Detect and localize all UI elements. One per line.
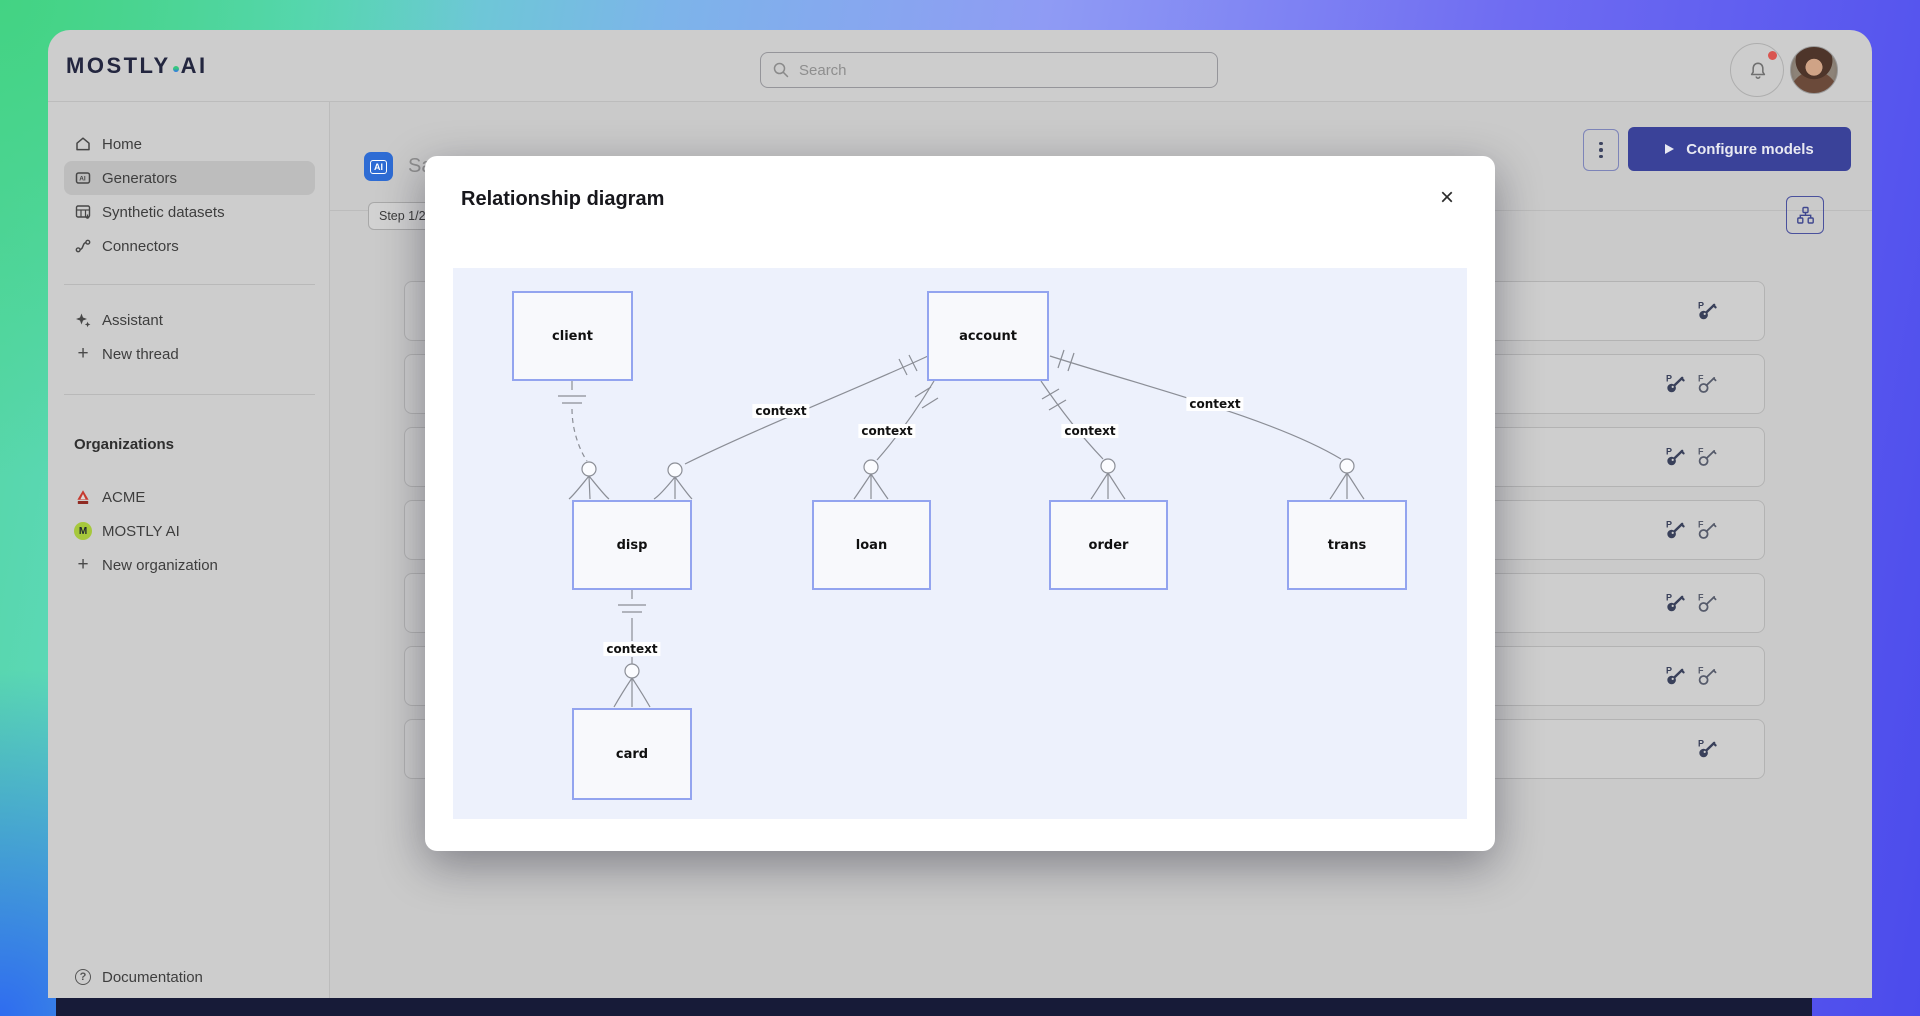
sidebar-item-label: Generators <box>102 169 178 187</box>
primary-key-icon: P <box>1666 593 1685 612</box>
connectors-icon <box>74 237 92 255</box>
key-letter: F <box>1698 447 1704 457</box>
sidebar-item-connectors[interactable]: Connectors <box>64 229 315 263</box>
relationship-diagram-modal: Relationship diagram × <box>425 156 1495 851</box>
key-letter: F <box>1698 374 1704 384</box>
sidebar-item-new-organization[interactable]: + New organization <box>64 548 315 582</box>
modal-title: Relationship diagram <box>461 188 665 210</box>
sidebar-item-label: New thread <box>102 345 179 363</box>
sidebar-item-org-mostly-ai[interactable]: M MOSTLY AI <box>64 514 315 548</box>
configure-models-button[interactable]: Configure models <box>1628 127 1851 171</box>
entity-order[interactable]: order <box>1049 500 1168 590</box>
key-letter: F <box>1698 520 1704 530</box>
key-letter: P <box>1666 447 1672 457</box>
logo-dot-icon <box>172 66 179 72</box>
search-icon <box>773 62 789 78</box>
primary-key-icon: P <box>1666 374 1685 393</box>
foreign-key-icon: F <box>1698 447 1717 466</box>
sidebar-item-org-acme[interactable]: ACME <box>64 480 315 514</box>
foreign-key-icon: F <box>1698 593 1717 612</box>
notification-badge <box>1768 51 1777 60</box>
sidebar-item-synthetic-datasets[interactable]: Synthetic datasets <box>64 195 315 229</box>
edge-label-account-order: context <box>1061 424 1119 438</box>
sidebar-item-label: Home <box>102 135 143 153</box>
sidebar-item-label: Connectors <box>102 237 179 255</box>
sparkles-icon <box>74 311 92 329</box>
logo-text-2: AI <box>180 53 208 78</box>
sidebar-item-new-thread[interactable]: + New thread <box>64 337 315 371</box>
sidebar-item-assistant[interactable]: Assistant <box>64 303 315 337</box>
sidebar-item-label: New organization <box>102 556 218 574</box>
play-icon <box>1665 144 1675 154</box>
sidebar-item-label: Assistant <box>102 311 163 329</box>
foreign-key-icon: F <box>1698 520 1717 539</box>
sidebar-item-label: ACME <box>102 488 146 506</box>
key-letter: F <box>1698 593 1704 603</box>
diagram-canvas[interactable]: client account disp loan order trans car… <box>453 268 1467 819</box>
edge-label-account-loan: context <box>858 424 916 438</box>
sidebar: Home AI Generators Synthetic datasets Co… <box>48 102 330 998</box>
logo-text-1: MOSTLY <box>66 53 171 78</box>
window-bottom-bar <box>56 997 1812 1016</box>
sidebar-item-label: Documentation <box>102 968 203 986</box>
bell-icon <box>1750 62 1766 80</box>
sidebar-item-label: Synthetic datasets <box>102 203 225 221</box>
search-input[interactable] <box>760 52 1218 88</box>
key-letter: F <box>1698 666 1704 676</box>
plus-icon: + <box>77 554 89 575</box>
sidebar-divider <box>64 394 315 395</box>
key-letter: P <box>1666 593 1672 603</box>
acme-logo <box>74 488 92 506</box>
svg-text:AI: AI <box>79 176 86 183</box>
edge-label-disp-card: context <box>603 642 661 656</box>
primary-key-icon: P <box>1698 739 1717 758</box>
sidebar-item-label: MOSTLY AI <box>102 522 180 540</box>
entity-disp[interactable]: disp <box>572 500 692 590</box>
mostly-ai-org-logo: M <box>74 522 92 540</box>
entity-card[interactable]: card <box>572 708 692 800</box>
primary-key-icon: P <box>1666 447 1685 466</box>
key-letter: P <box>1698 301 1704 311</box>
mostly-ai-logo: MOSTLY AI <box>66 30 208 102</box>
key-letter: P <box>1698 739 1704 749</box>
primary-key-icon: P <box>1666 520 1685 539</box>
primary-key-icon: P <box>1698 301 1717 320</box>
relationship-diagram-button[interactable] <box>1786 196 1824 234</box>
foreign-key-icon: F <box>1698 374 1717 393</box>
edge-label-account-trans: context <box>1186 397 1244 411</box>
generator-ai-chip-icon: AI <box>364 152 393 181</box>
edge-label-account-disp: context <box>752 404 810 418</box>
key-letter: P <box>1666 520 1672 530</box>
key-letter: P <box>1666 374 1672 384</box>
entity-client[interactable]: client <box>512 291 633 381</box>
app-header: MOSTLY AI <box>48 30 1872 102</box>
notifications-button[interactable] <box>1730 43 1784 97</box>
plus-icon: + <box>77 343 89 364</box>
foreign-key-icon: F <box>1698 666 1717 685</box>
datasets-icon <box>74 203 92 221</box>
entity-account[interactable]: account <box>927 291 1049 381</box>
generators-icon: AI <box>74 169 92 187</box>
more-options-button[interactable] <box>1583 129 1619 171</box>
search-bar <box>760 52 1218 88</box>
sidebar-item-home[interactable]: Home <box>64 127 315 161</box>
sidebar-divider <box>64 284 315 285</box>
entity-trans[interactable]: trans <box>1287 500 1407 590</box>
user-avatar[interactable] <box>1790 46 1838 94</box>
close-icon[interactable]: × <box>1429 180 1465 216</box>
home-icon <box>74 135 92 153</box>
key-letter: P <box>1666 666 1672 676</box>
entity-loan[interactable]: loan <box>812 500 931 590</box>
question-circle-icon: ? <box>74 968 92 986</box>
primary-key-icon: P <box>1666 666 1685 685</box>
hierarchy-icon <box>1796 206 1814 224</box>
sidebar-item-documentation[interactable]: ? Documentation <box>64 960 315 994</box>
sidebar-item-generators[interactable]: AI Generators <box>64 161 315 195</box>
organizations-heading: Organizations <box>74 435 175 453</box>
